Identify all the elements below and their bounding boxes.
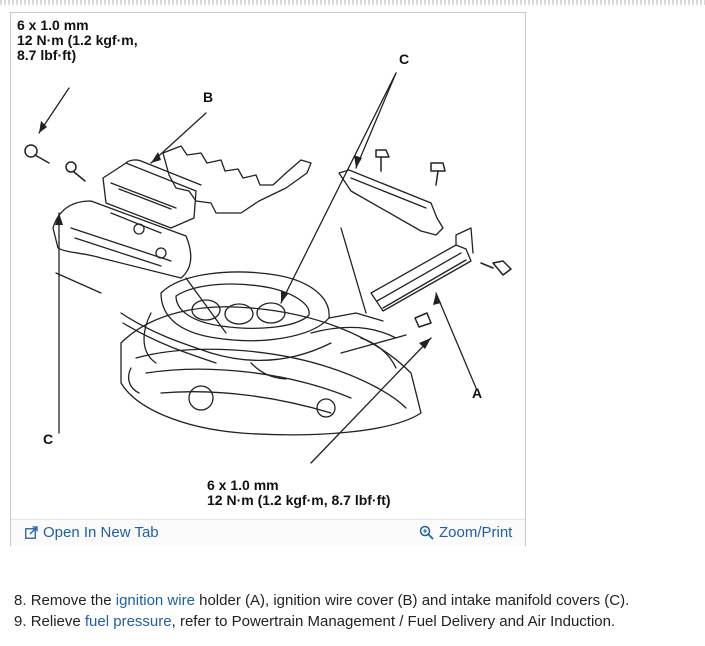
instruction-steps: 8. Remove the ignition wire holder (A), … <box>14 590 694 632</box>
step-text-after: , refer to Powertrain Management / Fuel … <box>171 613 616 630</box>
bottom-torque-callout: 6 x 1.0 mm 12 N·m (1.2 kgf·m, 8.7 lbf·ft… <box>207 478 391 508</box>
label-b: B <box>203 89 214 105</box>
open-in-new-tab-link[interactable]: Open In New Tab <box>25 524 159 541</box>
top-callout-line-1: 6 x 1.0 mm <box>17 17 89 33</box>
bottom-callout-line-1: 6 x 1.0 mm <box>207 477 279 493</box>
step-text-before: Relieve <box>30 613 85 630</box>
step-text-after: holder (A), ignition wire cover (B) and … <box>194 592 630 609</box>
step-text-before: Remove the <box>30 592 116 609</box>
step-number: 8. <box>14 592 27 609</box>
figure-toolbar: Open In New Tab Zoom/Print <box>11 519 525 546</box>
step-9: 9. Relieve fuel pressure, refer to Power… <box>14 611 694 632</box>
diagram-figure: 6 x 1.0 mm 12 N·m (1.2 kgf·m, 8.7 lbf·ft… <box>10 12 526 546</box>
label-c-left: C <box>43 431 54 447</box>
step-number: 9. <box>14 613 27 630</box>
top-divider-strip <box>0 0 705 5</box>
top-callout-line-2: 12 N·m (1.2 kgf·m, <box>17 32 138 48</box>
fuel-pressure-link[interactable]: fuel pressure <box>84 613 172 630</box>
top-torque-callout: 6 x 1.0 mm 12 N·m (1.2 kgf·m, 8.7 lbf·ft… <box>17 18 138 63</box>
top-callout-line-3: 8.7 lbf·ft) <box>17 47 77 63</box>
open-new-tab-icon <box>25 526 38 539</box>
open-in-new-tab-label: Open In New Tab <box>43 524 159 541</box>
engine-cover-diagram <box>24 72 512 464</box>
magnifier-icon <box>419 525 434 540</box>
zoom-print-link[interactable]: Zoom/Print <box>419 524 512 541</box>
bottom-callout-line-2: 12 N·m (1.2 kgf·m, 8.7 lbf·ft) <box>207 492 391 508</box>
zoom-print-label: Zoom/Print <box>439 524 513 541</box>
step-8: 8. Remove the ignition wire holder (A), … <box>14 590 694 611</box>
label-c-top: C <box>399 51 410 67</box>
ignition-wire-link[interactable]: ignition wire <box>115 592 195 609</box>
label-a: A <box>472 385 483 401</box>
